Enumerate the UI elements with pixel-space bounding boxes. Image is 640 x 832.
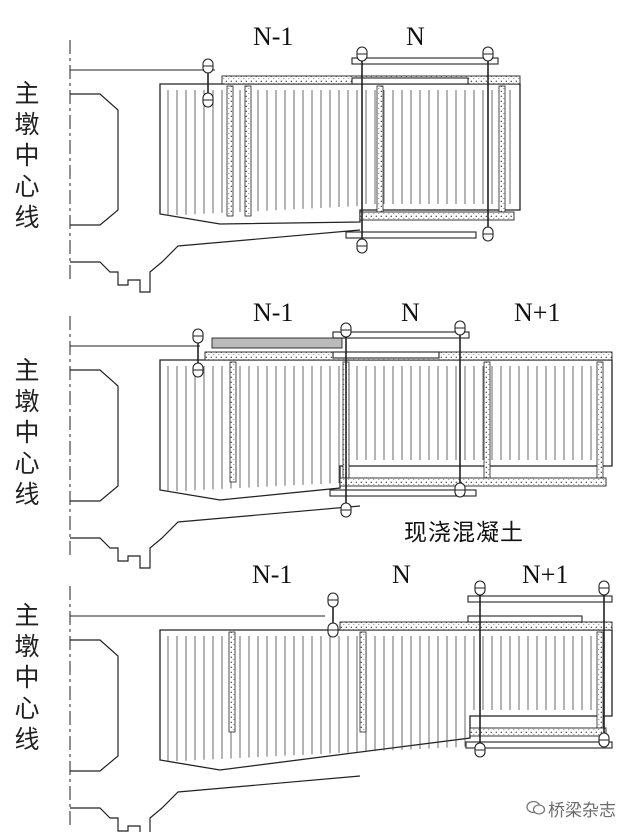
- construction-stage-panel: [69, 316, 613, 569]
- segment-label-n-plus-1: N+1: [514, 298, 561, 327]
- pier-centerline-label: 主墩中心线: [14, 601, 40, 754]
- box-girder-outline: [159, 359, 613, 501]
- form-traveler-bottom-beam: [329, 489, 477, 497]
- form-traveler-main-beam: [351, 77, 469, 85]
- segment-label-n-plus-1: N+1: [522, 560, 569, 589]
- pier-diaphragm: [70, 93, 119, 226]
- bottom-slab-strip: [359, 211, 515, 221]
- segment-label-n: N: [392, 560, 411, 589]
- cast-in-place-concrete-callout: 现浇混凝土: [404, 520, 524, 546]
- pier-centerline-label: 主墩中心线: [14, 356, 40, 509]
- pier-centerline-label: 主墩中心线: [14, 79, 40, 232]
- segment-joint: [596, 361, 604, 483]
- bottom-slab-strip: [469, 727, 607, 737]
- pier-soffit: [70, 505, 361, 569]
- box-girder-outline: [159, 629, 613, 771]
- form-traveler-bottom-beam: [465, 741, 613, 749]
- form-traveler-top-beam: [351, 57, 499, 65]
- construction-stage-panel: [69, 40, 521, 293]
- segment-joint: [226, 85, 234, 217]
- segment-joint: [498, 85, 506, 217]
- segment-joint: [228, 631, 236, 733]
- segment-joint: [359, 631, 367, 733]
- pier-diaphragm: [70, 369, 119, 502]
- form-traveler-main-beam: [332, 351, 440, 359]
- segment-label-n-minus-1: N-1: [253, 298, 294, 327]
- form-traveler-bottom-beam: [345, 231, 477, 239]
- construction-stage-panel: [69, 580, 613, 832]
- pier-diaphragm: [70, 639, 119, 772]
- watermark-text: 桥梁杂志: [548, 801, 616, 821]
- segment-joint: [244, 85, 252, 217]
- segment-joint: [376, 85, 384, 217]
- top-slab-strip: [339, 621, 613, 631]
- segment-label-n-minus-1: N-1: [252, 560, 293, 589]
- segment-label-n: N: [401, 298, 420, 327]
- form-traveler-main-beam: [467, 615, 583, 623]
- segment-joint: [596, 631, 604, 733]
- pier-soffit: [70, 229, 361, 293]
- segment-joint: [229, 361, 237, 483]
- form-traveler-top-beam: [467, 595, 613, 603]
- cast-concrete-band: [211, 337, 343, 349]
- pier-soffit: [70, 775, 361, 832]
- segment-label-n: N: [406, 22, 425, 51]
- segment-joint: [483, 361, 491, 483]
- bottom-slab-strip: [339, 477, 607, 487]
- segment-label-n-minus-1: N-1: [253, 22, 294, 51]
- box-girder-outline: [159, 83, 521, 225]
- form-traveler-top-beam: [332, 331, 470, 339]
- wechat-logo-icon: [526, 800, 546, 815]
